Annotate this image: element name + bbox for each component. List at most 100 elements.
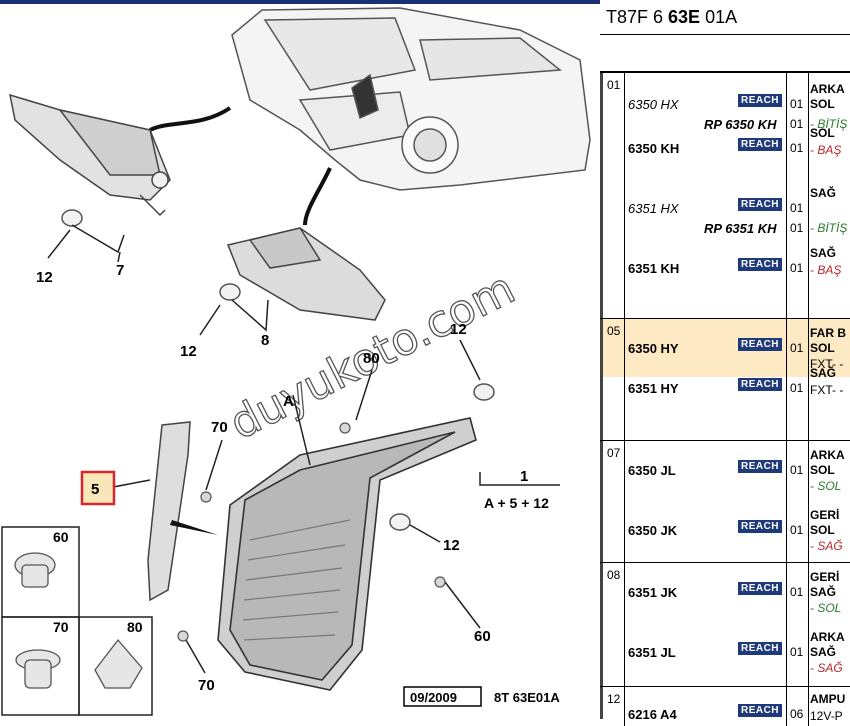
quantity: 01	[790, 221, 804, 235]
leader-lower-lamp	[303, 167, 332, 226]
description-side: SOL	[810, 523, 835, 537]
quantity: 01	[790, 97, 804, 111]
quantity: 01	[790, 585, 804, 599]
part-number: 6216 A4	[628, 707, 677, 722]
quantity: 01	[790, 117, 804, 131]
reach-badge: REACH	[738, 704, 782, 717]
description-side: SOL	[810, 463, 835, 477]
part-number: RP 6351 KH	[704, 221, 777, 236]
description: SAĞ	[810, 246, 837, 260]
quantity: 01	[790, 463, 804, 477]
description-side: SAĞ	[810, 585, 837, 599]
description-detail: - BİTİŞ	[810, 117, 848, 131]
description: FAR B	[810, 326, 846, 340]
quantity: 01	[790, 381, 804, 395]
reach-badge: REACH	[738, 198, 782, 211]
description: ARKA	[810, 630, 845, 644]
part-number: 6351 JK	[628, 585, 678, 600]
description: GERİ	[810, 508, 840, 522]
group-number: 05	[607, 324, 621, 338]
panel-title: T87F 6 63E 01A	[600, 0, 850, 34]
callout-80-b: 80	[127, 619, 143, 635]
quantity: 01	[790, 201, 804, 215]
column-divider	[786, 319, 787, 440]
column-divider	[624, 441, 625, 562]
reach-badge: REACH	[738, 642, 782, 655]
description: SAĞ	[810, 366, 837, 380]
description-detail: - BAŞ	[810, 263, 842, 277]
column-divider	[808, 319, 809, 440]
reach-badge: REACH	[738, 94, 782, 107]
part-number: 6351 JL	[628, 645, 676, 660]
part-number: 6351 HY	[628, 381, 679, 396]
callout-12-d: 12	[443, 537, 460, 554]
reach-badge: REACH	[738, 138, 782, 151]
description-detail: FXT- -	[810, 383, 844, 397]
reach-badge: REACH	[738, 338, 782, 351]
callout-70-c: 70	[198, 677, 215, 694]
title-suffix: 01A	[700, 7, 738, 27]
column-divider	[786, 441, 787, 562]
reach-badge: REACH	[738, 520, 782, 533]
callout-60-b: 60	[474, 628, 491, 645]
quantity: 01	[790, 261, 804, 275]
title-divider	[600, 34, 850, 35]
description: SAĞ	[810, 186, 837, 200]
clips	[177, 422, 446, 642]
title-prefix: T87F 6	[606, 7, 669, 27]
description: AMPU	[810, 692, 846, 706]
car-illustration	[231, 7, 591, 191]
fastener-drawings	[14, 552, 143, 689]
table-top-border	[600, 71, 850, 72]
description: ARKA	[810, 82, 845, 96]
panel-left-border	[600, 71, 603, 719]
description-side: SAĞ	[810, 645, 837, 659]
part-number: 6350 JL	[628, 463, 676, 478]
description-detail: - BİTİŞ	[810, 221, 848, 235]
callout-70-b: 70	[53, 619, 69, 635]
quantity: 01	[790, 141, 804, 155]
side-trim-part	[147, 421, 191, 602]
description-side: SOL	[810, 341, 835, 355]
callout-leaders	[47, 224, 560, 674]
description-detail: FXT- -	[810, 357, 844, 371]
part-number: RP 6350 KH	[704, 117, 777, 132]
description-detail: SOL	[810, 97, 835, 111]
small-lamp-lower	[226, 227, 386, 321]
column-divider	[808, 687, 809, 726]
highlight-box-5	[80, 470, 116, 506]
assembly-formula: A + 5 + 12	[484, 495, 549, 511]
description-detail: 12V-P	[810, 709, 843, 723]
callout-60-a: 60	[53, 529, 69, 545]
callout-80-a: 80	[363, 350, 380, 367]
bulbs	[61, 209, 495, 531]
main-tail-lamp	[217, 417, 477, 691]
column-divider	[786, 687, 787, 726]
callout-8: 8	[261, 332, 269, 349]
callout-7: 7	[116, 262, 124, 279]
fastener-insets	[1, 526, 153, 716]
description-detail: - BAŞ	[810, 143, 842, 157]
column-divider	[624, 73, 625, 318]
description-detail: - SOL	[810, 479, 842, 493]
column-divider	[624, 319, 625, 440]
title-bold: 63E	[668, 7, 701, 27]
callout-12-c: 12	[450, 321, 467, 338]
part-number: 6351 HX	[628, 201, 679, 216]
footer-date: 09/2009	[410, 690, 457, 705]
quantity: 01	[790, 523, 804, 537]
leader-upper-lamp	[149, 106, 232, 132]
quantity: 06	[790, 707, 804, 721]
group-number: 12	[607, 692, 621, 706]
group-number: 01	[607, 78, 621, 92]
part-number: 6351 KH	[628, 261, 680, 276]
part-number: 6350 HX	[628, 97, 679, 112]
callout-12-b: 12	[180, 343, 197, 360]
callout-1: 1	[520, 468, 528, 485]
date-box	[403, 686, 482, 707]
section-12: 12 6216 A4 REACH 06 AMPU 12V-P	[600, 686, 850, 726]
callout-70-a: 70	[211, 419, 228, 436]
